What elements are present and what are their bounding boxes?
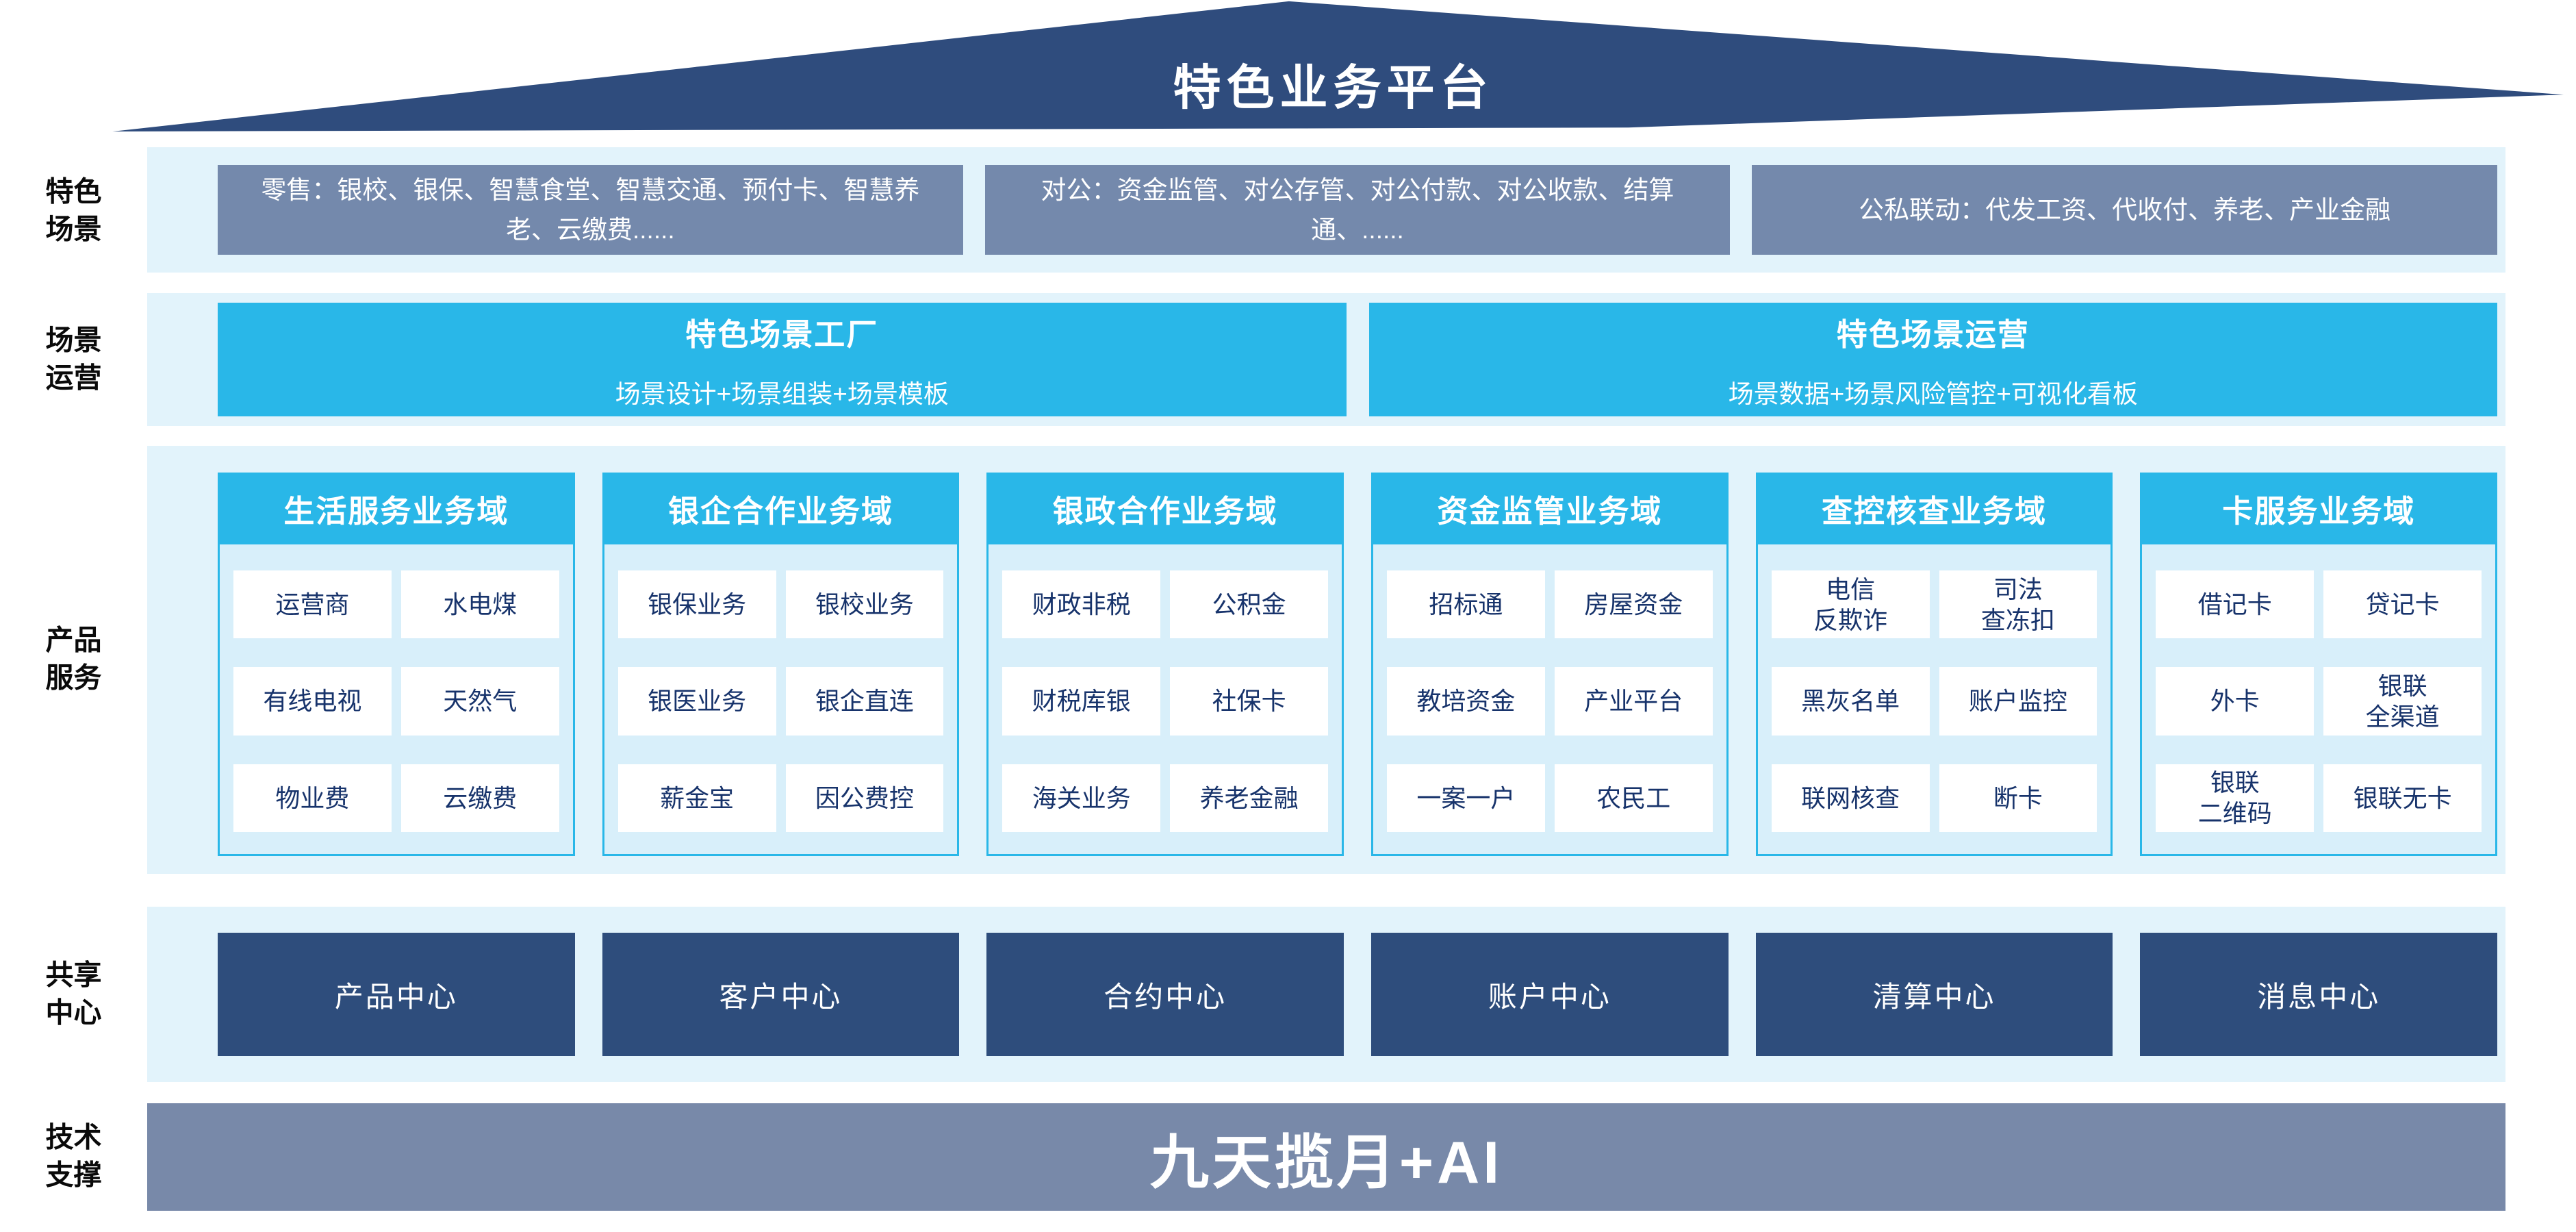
product-column-life-services: 生活服务业务域 运营商 水电煤 有线电视 天然气 物业费 云缴费 [218,473,575,856]
product-column-header: 银企合作业务域 [602,473,960,544]
product-column-card-services: 卡服务业务域 借记卡 贷记卡 外卡 银联 全渠道 银联 二维码 银联无卡 [2140,473,2498,856]
product-column-header: 生活服务业务域 [218,473,575,544]
side-label-products: 产品 服务 [45,624,102,694]
band-scene-operations: 特色场景工厂 场景设计+场景组装+场景模板 特色场景运营 场景数据+场景风险管控… [147,293,2505,426]
center-box-product: 产品中心 [218,933,575,1056]
product-cell: 司法 查冻扣 [1939,570,2097,639]
product-cell: 水电煤 [400,570,559,639]
product-cell: 断卡 [1939,764,2097,832]
side-label-scenes: 特色 场景 [45,175,102,245]
product-column-body: 运营商 水电煤 有线电视 天然气 物业费 云缴费 [218,544,575,856]
product-cell: 贷记卡 [2323,570,2482,639]
product-cell: 海关业务 [1002,764,1161,832]
side-label-operations: 场景 运营 [45,324,102,394]
center-box-message: 消息中心 [2140,933,2498,1056]
product-cell: 黑灰名单 [1771,667,1930,736]
ops-subtitle: 场景数据+场景风险管控+可视化看板 [1728,379,2138,408]
product-cell: 教培资金 [1387,667,1545,736]
product-column-inspection-verification: 查控核查业务域 电信 反欺诈 司法 查冻扣 黑灰名单 账户监控 联网核查 断卡 [1755,473,2113,856]
tech-support-bar: 九天揽月+AI [147,1103,2505,1211]
product-cell: 产业平台 [1554,667,1713,736]
product-cell: 物业费 [233,764,392,832]
product-cell: 一案一户 [1387,764,1545,832]
center-box-customer: 客户中心 [602,933,960,1056]
scene-box-public-private: 公私联动：代发工资、代收付、养老、产业金融 [1752,165,2498,255]
product-column-header: 卡服务业务域 [2140,473,2498,544]
product-cell: 公积金 [1170,570,1329,639]
center-box-contract: 合约中心 [986,933,1344,1056]
product-column-body: 招标通 房屋资金 教培资金 产业平台 一案一户 农民工 [1371,544,1729,856]
product-cell: 薪金宝 [617,764,776,832]
product-cell: 银联无卡 [2323,764,2482,832]
center-box-account: 账户中心 [1371,933,1729,1056]
diagram-title: 特色业务平台 [1173,60,1494,114]
product-column-body: 电信 反欺诈 司法 查冻扣 黑灰名单 账户监控 联网核查 断卡 [1755,544,2113,856]
product-cell: 银校业务 [785,570,944,639]
product-cell: 银联 全渠道 [2323,667,2482,736]
scene-box-retail: 零售：银校、银保、智慧食堂、智慧交通、预付卡、智慧养老、云缴费...... [218,165,963,255]
product-column-body: 银保业务 银校业务 银医业务 银企直连 薪金宝 因公费控 [602,544,960,856]
product-cell: 云缴费 [400,764,559,832]
product-cell: 外卡 [2156,667,2314,736]
product-cell: 因公费控 [785,764,944,832]
product-column-bank-enterprise: 银企合作业务域 银保业务 银校业务 银医业务 银企直连 薪金宝 因公费控 [602,473,960,856]
product-cell: 养老金融 [1170,764,1329,832]
product-cell: 银保业务 [617,570,776,639]
ops-box-scene-operation: 特色场景运营 场景数据+场景风险管控+可视化看板 [1368,303,2497,416]
product-column-header: 银政合作业务域 [986,473,1344,544]
product-cell: 账户监控 [1939,667,2097,736]
product-cell: 运营商 [233,570,392,639]
ops-box-scene-factory: 特色场景工厂 场景设计+场景组装+场景模板 [218,303,1347,416]
product-cell: 财政非税 [1002,570,1161,639]
product-cell: 银联 二维码 [2156,764,2314,832]
band-featured-scenes: 零售：银校、银保、智慧食堂、智慧交通、预付卡、智慧养老、云缴费...... 对公… [147,147,2505,273]
center-box-clearing: 清算中心 [1755,933,2113,1056]
product-column-body: 借记卡 贷记卡 外卡 银联 全渠道 银联 二维码 银联无卡 [2140,544,2498,856]
product-column-header: 查控核查业务域 [1755,473,2113,544]
product-cell: 天然气 [400,667,559,736]
roof-banner: 特色业务平台 [112,1,2564,131]
band-shared-centers: 产品中心 客户中心 合约中心 账户中心 清算中心 消息中心 [147,907,2505,1082]
product-cell: 房屋资金 [1554,570,1713,639]
product-cell: 有线电视 [233,667,392,736]
product-column-fund-supervision: 资金监管业务域 招标通 房屋资金 教培资金 产业平台 一案一户 农民工 [1371,473,1729,856]
product-cell: 电信 反欺诈 [1771,570,1930,639]
product-cell: 招标通 [1387,570,1545,639]
product-column-body: 财政非税 公积金 财税库银 社保卡 海关业务 养老金融 [986,544,1344,856]
ops-title: 特色场景工厂 [685,316,879,352]
product-column-bank-government: 银政合作业务域 财政非税 公积金 财税库银 社保卡 海关业务 养老金融 [986,473,1344,856]
scene-box-corporate: 对公：资金监管、对公存管、对公付款、对公收款、结算通、...... [984,165,1731,255]
product-column-header: 资金监管业务域 [1371,473,1729,544]
product-cell: 社保卡 [1170,667,1329,736]
side-label-tech: 技术 支撑 [45,1121,102,1191]
product-cell: 借记卡 [2156,570,2314,639]
product-cell: 银医业务 [617,667,776,736]
ops-title: 特色场景运营 [1836,316,2030,352]
product-cell: 银企直连 [785,667,944,736]
ops-subtitle: 场景设计+场景组装+场景模板 [615,379,949,408]
product-cell: 财税库银 [1002,667,1161,736]
side-label-centers: 共享 中心 [45,959,102,1029]
product-cell: 联网核查 [1771,764,1930,832]
band-product-services: 生活服务业务域 运营商 水电煤 有线电视 天然气 物业费 云缴费 银企合作业务域… [147,446,2505,874]
product-cell: 农民工 [1554,764,1713,832]
